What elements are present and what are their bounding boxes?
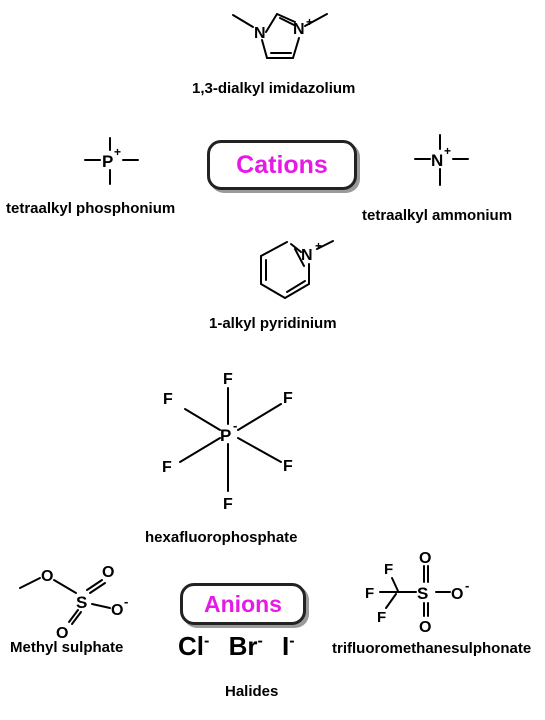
pf6-center: P [220, 426, 231, 445]
methyl-sulphate-label: Methyl sulphate [10, 639, 124, 656]
pf6-f-bottom: F [223, 496, 233, 513]
methyl-sulphate-structure: O S O O O - [19, 564, 128, 642]
pf6-f-upper-right: F [283, 390, 293, 407]
tf-f-top: F [384, 561, 393, 578]
ammonium-charge: + [444, 144, 451, 158]
mes-o-minus: O [111, 602, 123, 619]
pf6-f-upper-left: F [163, 391, 173, 408]
mes-charge: - [124, 594, 128, 609]
tf-f-bottom: F [377, 609, 386, 626]
phosphonium-label: tetraalkyl phosphonium [6, 200, 176, 217]
halides-label: Halides [225, 683, 279, 700]
ammonium-structure: N + [414, 134, 469, 186]
pf6-charge: - [233, 418, 237, 433]
imidazolium-charge: + [306, 15, 313, 29]
tf-o-minus: O [451, 586, 463, 603]
imidazolium-n3: N [293, 21, 305, 38]
tf-o-top: O [419, 550, 431, 567]
pf6-f-top: F [223, 371, 233, 388]
ammonium-label: tetraalkyl ammonium [362, 207, 513, 224]
phosphonium-structure: P + [84, 137, 139, 185]
halide-ion-bromide: Br- [228, 631, 263, 661]
mes-o-bottom: O [56, 625, 68, 642]
halide-ion-iodide: I- [282, 631, 295, 661]
halide-ion-chloride: Cl- [178, 631, 210, 661]
pf6-f-lower-right: F [283, 458, 293, 475]
pyridinium-label: 1-alkyl pyridinium [209, 315, 337, 332]
imidazolium-n1: N [254, 25, 266, 42]
pf6-f-lower-left: F [162, 459, 172, 476]
mes-o-ester: O [41, 568, 53, 585]
triflate-label: trifluoromethanesulphonate [332, 640, 532, 657]
mes-s: S [76, 593, 87, 612]
halide-ions: Cl- Br- I- [178, 633, 307, 659]
hexafluorophosphate-structure: P - F F F F F F [162, 371, 293, 513]
imidazolium-label: 1,3-dialkyl imidazolium [192, 80, 356, 97]
imidazolium-structure: N N + [232, 13, 328, 59]
phosphonium-atom: P [102, 152, 113, 171]
triflate-structure: F F F S O O O - [365, 550, 469, 636]
pyridinium-structure: N + [260, 239, 334, 299]
mes-o-top: O [102, 564, 114, 581]
tf-f-left: F [365, 585, 374, 602]
hexafluorophosphate-label: hexafluorophosphate [145, 529, 298, 546]
tf-s: S [417, 584, 428, 603]
tf-charge: - [465, 578, 469, 593]
anions-badge: Anions [180, 583, 306, 625]
pyridinium-atom: N [301, 247, 313, 264]
pyridinium-charge: + [315, 239, 322, 253]
phosphonium-charge: + [114, 145, 121, 159]
ammonium-atom: N [431, 151, 443, 170]
tf-o-bottom: O [419, 619, 431, 636]
cations-badge: Cations [207, 140, 357, 190]
